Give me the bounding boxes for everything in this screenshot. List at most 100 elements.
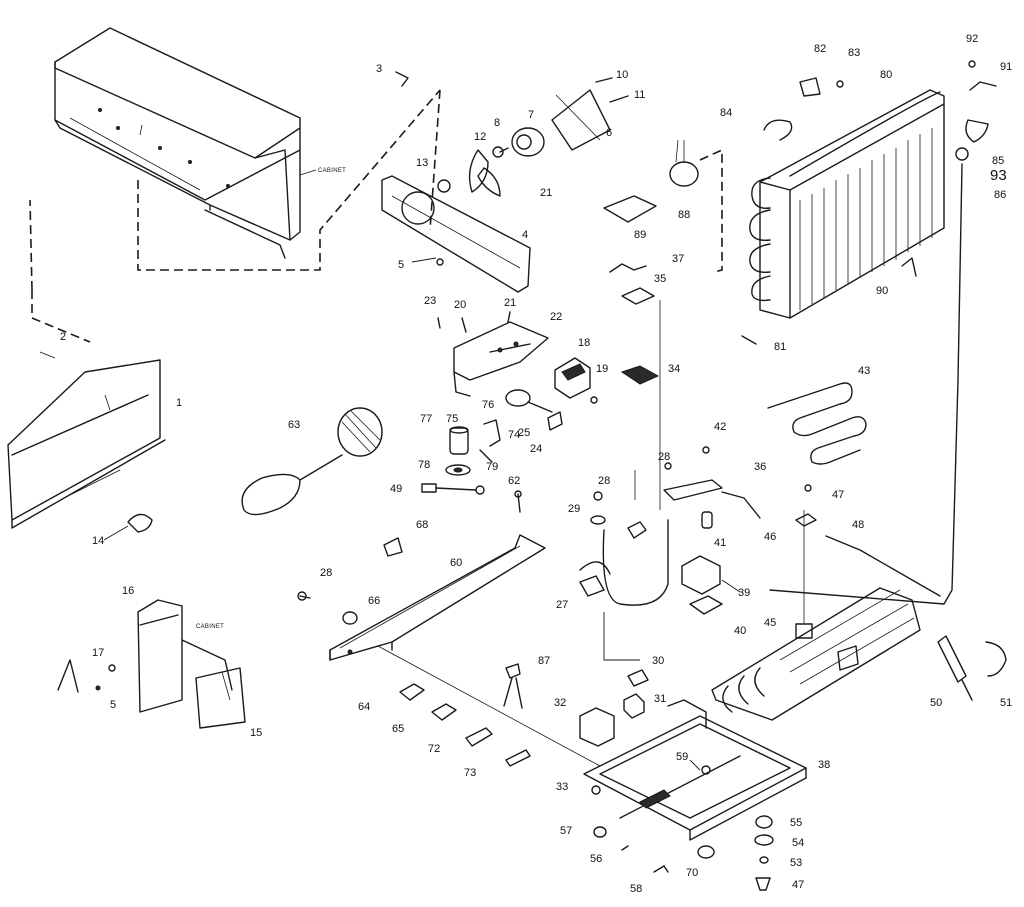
callout-39: 39 (738, 587, 750, 599)
base-frame-38-part (583, 699, 807, 841)
callout-17: 17 (92, 647, 104, 659)
callout-19: 19 (596, 363, 608, 375)
callout-77: 77 (420, 413, 432, 425)
callout-28b: 28 (658, 451, 670, 463)
cabinet-label-bottom: CABINET (196, 624, 224, 630)
callout-64: 64 (358, 701, 370, 713)
callout-21b: 21 (540, 187, 552, 199)
callout-1: 1 (176, 397, 182, 409)
callout-86: 86 (994, 189, 1006, 201)
callout-47b: 47 (792, 879, 804, 891)
callout-16: 16 (122, 585, 134, 597)
clamp-87-part (503, 663, 523, 709)
callout-41: 41 (714, 537, 726, 549)
relay-18-part (554, 357, 591, 399)
callout-36: 36 (754, 461, 766, 473)
callout-87: 87 (538, 655, 550, 667)
callout-63: 63 (288, 419, 300, 431)
callout-35: 35 (654, 273, 666, 285)
callout-40: 40 (734, 625, 746, 637)
callout-7: 7 (528, 109, 534, 121)
callout-75: 75 (446, 413, 458, 425)
callout-82: 82 (814, 43, 826, 55)
callout-14: 14 (92, 535, 104, 547)
callout-4: 4 (522, 229, 528, 241)
fan-blade-part (468, 149, 501, 197)
callout-10: 10 (616, 69, 628, 81)
callout-18: 18 (578, 337, 590, 349)
callout-29: 29 (568, 503, 580, 515)
motor-88-part (669, 139, 699, 187)
callout-54: 54 (792, 837, 804, 849)
callout-92: 92 (966, 33, 978, 45)
drier-50-part (937, 635, 973, 701)
heater-43-part (767, 382, 867, 465)
callout-6: 6 (606, 127, 612, 139)
pad-34-part (620, 365, 660, 385)
callout-72: 72 (428, 743, 440, 755)
overload-25-part (505, 389, 553, 413)
callout-58: 58 (630, 883, 642, 895)
callout-43: 43 (858, 365, 870, 377)
callout-59: 59 (676, 751, 688, 763)
cabinet-top-part (54, 27, 301, 259)
callout-20: 20 (454, 299, 466, 311)
callout-90: 90 (876, 285, 888, 297)
callout-31: 31 (654, 693, 666, 705)
callout-5: 5 (398, 259, 404, 271)
callout-28a: 28 (320, 567, 332, 579)
callout-46: 46 (764, 531, 776, 543)
callout-21: 21 (504, 297, 516, 309)
callout-78: 78 (418, 459, 430, 471)
callout-91: 91 (1000, 61, 1012, 73)
callout-2: 2 (60, 331, 66, 343)
callout-24: 24 (530, 443, 542, 455)
callout-15: 15 (250, 727, 262, 739)
callout-33: 33 (556, 781, 568, 793)
callout-28c: 28 (598, 475, 610, 487)
callout-5b: 5 (110, 699, 116, 711)
callout-12: 12 (474, 131, 486, 143)
fan-motor-7-part (499, 127, 545, 157)
callout-23: 23 (424, 295, 436, 307)
callout-56: 56 (590, 853, 602, 865)
callout-53: 53 (790, 857, 802, 869)
bracket-15-part (137, 599, 246, 729)
callout-49: 49 (390, 483, 402, 495)
callout-38: 38 (818, 759, 830, 771)
callout-27: 27 (556, 599, 568, 611)
callout-57: 57 (560, 825, 572, 837)
callout-30: 30 (652, 655, 664, 667)
callout-32: 32 (554, 697, 566, 709)
side-panel-part (7, 359, 166, 529)
callout-37: 37 (672, 253, 684, 265)
callout-42: 42 (714, 421, 726, 433)
callout-85: 85 (992, 155, 1004, 167)
callout-34: 34 (668, 363, 680, 375)
callout-88: 88 (678, 209, 690, 221)
cabinet-label-top: CABINET (318, 168, 346, 174)
callout-50: 50 (930, 697, 942, 709)
callout-84: 84 (720, 107, 732, 119)
fan-bracket-4-part (381, 175, 531, 293)
callout-60: 60 (450, 557, 462, 569)
callout-3: 3 (376, 63, 382, 75)
rail-60-part (329, 534, 546, 661)
callout-65: 65 (392, 723, 404, 735)
callout-66: 66 (368, 595, 380, 607)
callout-93: 93 (990, 167, 1007, 184)
callout-74: 74 (508, 429, 520, 441)
callout-73: 73 (464, 767, 476, 779)
compressor-part (579, 300, 669, 606)
motor-bracket-6-part (551, 89, 611, 151)
condenser-80-part (749, 89, 945, 319)
callout-22: 22 (550, 311, 562, 323)
callout-79: 79 (486, 461, 498, 473)
callout-83: 83 (848, 47, 860, 59)
callout-89: 89 (634, 229, 646, 241)
evaporator-45-part (711, 587, 921, 721)
callout-81: 81 (774, 341, 786, 353)
callout-47a: 47 (832, 489, 844, 501)
callout-62: 62 (508, 475, 520, 487)
